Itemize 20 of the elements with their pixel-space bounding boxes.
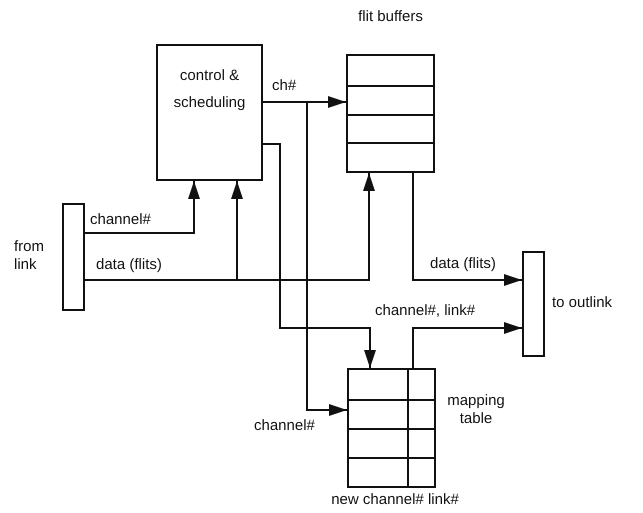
node-heading: from link [14, 238, 45, 274]
edge-label: data (flits) [94, 256, 164, 274]
arrow [412, 322, 522, 368]
node-label: control & scheduling [172, 66, 246, 113]
node-heading: mapping table [446, 392, 506, 428]
arrow [85, 181, 200, 234]
control-box [156, 44, 263, 181]
edge-label: channel#, link# [373, 302, 478, 320]
node-heading: flit buffers [357, 8, 424, 26]
edge-label: data (flits) [428, 255, 498, 273]
arrow [412, 173, 522, 286]
mapping-table [347, 368, 436, 488]
buffer-stack [346, 54, 435, 173]
arrow [263, 101, 347, 416]
arrow [85, 173, 375, 281]
link-bar [522, 251, 545, 357]
link-bar [62, 203, 85, 311]
node-heading: to outlink [552, 294, 614, 312]
arrow [263, 143, 376, 368]
node-heading: new channel# link# [330, 491, 460, 509]
